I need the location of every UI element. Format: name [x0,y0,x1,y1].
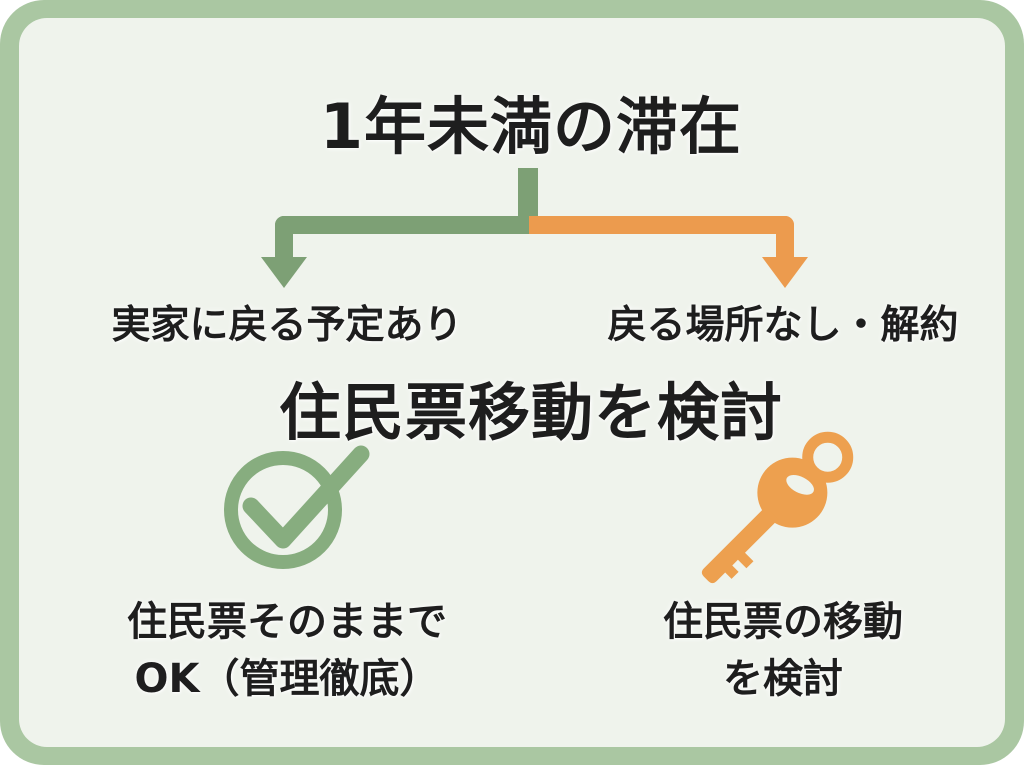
infographic-panel: 1年未満の滞在 実家に戻る予定あり 戻る場所なし・解約 住民票移動を検討 [19,18,1005,747]
right-outcome-text: 住民票の移動 を検討 [553,594,1013,708]
left-branch-label: 実家に戻る予定あり [111,303,463,348]
page-title: 1年未満の滞在 [319,90,743,163]
left-arrowhead-icon [261,257,307,288]
connector-bar-left [275,216,529,234]
right-arrowhead-icon [762,257,808,288]
middle-heading: 住民票移動を検討 [278,376,783,449]
right-branch-label: 戻る場所なし・解約 [607,303,959,348]
right-outcome-line1: 住民票の移動 [663,599,903,645]
right-outcome-line2: を検討 [723,655,843,702]
connector-stem [518,168,538,228]
left-outcome-line2: OK（管理徹底） [134,655,440,702]
connector-bar-right [529,216,794,234]
connector-drop-left [275,216,293,260]
left-outcome-line1: 住民票そのままで [127,599,447,645]
check-circle-icon [224,445,370,569]
left-outcome-text: 住民票そのままで OK（管理徹底） [59,594,515,708]
key-icon [701,431,854,584]
connector-drop-right [776,216,794,260]
